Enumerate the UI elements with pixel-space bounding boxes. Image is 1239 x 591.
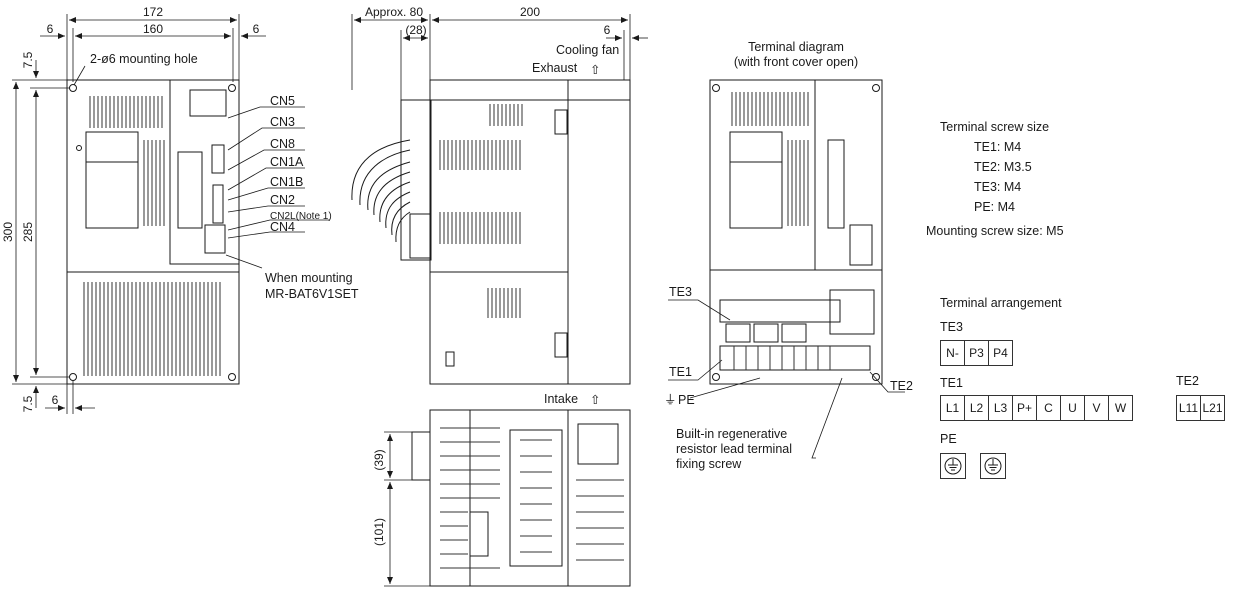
mounting-hole-top — [69, 84, 77, 92]
label-cn2: CN2 — [270, 193, 295, 207]
front-dimensions — [12, 14, 266, 414]
label-cn5: CN5 — [270, 94, 295, 108]
te1-terminal: P+ — [1012, 395, 1037, 421]
dim-7.5-bottom: 7.5 — [21, 395, 35, 412]
label-pe: PE — [678, 393, 695, 407]
terminal-diagram-title-1: Terminal diagram — [748, 40, 844, 54]
terminal-diagram-title-2: (with front cover open) — [734, 55, 858, 69]
dim-300: 300 — [1, 222, 15, 242]
dim-160: 160 — [143, 22, 163, 36]
battery-note-line2: MR-BAT6V1SET — [265, 287, 359, 301]
te2-heading: TE2 — [1176, 374, 1199, 388]
terminal-view — [709, 79, 883, 385]
label-cn1a: CN1A — [270, 155, 304, 169]
mounting-screw-size: Mounting screw size: M5 — [926, 224, 1064, 238]
te1-terminal: U — [1060, 395, 1085, 421]
te3-heading: TE3 — [940, 320, 963, 334]
resistor-note-line1: Built-in regenerative — [676, 427, 787, 441]
te1-terminal: L2 — [964, 395, 989, 421]
te3-terminal: P3 — [964, 340, 989, 366]
bottom-fins — [440, 427, 624, 569]
pe-heading: PE — [940, 432, 957, 446]
front-dim-labels: 172 160 6 6 300 285 7.5 7.5 6 2-ø6 mount… — [1, 5, 260, 412]
dim-6-left: 6 — [47, 22, 54, 36]
bottom-body — [429, 409, 631, 587]
screw-size-te1: TE1: M4 — [974, 140, 1022, 154]
screw-size-pe: PE: M4 — [974, 200, 1015, 214]
te1-terminal-block: L1 L2 L3 P+ C U V W — [940, 395, 1133, 421]
te1-terminal: W — [1108, 395, 1133, 421]
label-cn4: CN4 — [270, 220, 295, 234]
side-view — [400, 79, 631, 385]
front-body — [66, 79, 240, 385]
dim-6-right: 6 — [253, 22, 260, 36]
side-dim-labels: Approx. 80 200 (28) 6 Cooling fan Exhaus… — [365, 5, 619, 407]
screw-size-te2: TE2: M3.5 — [974, 160, 1032, 174]
te1-terminal: L3 — [988, 395, 1013, 421]
mounting-hole-bottom — [69, 373, 77, 381]
intake-label: Intake — [544, 392, 578, 406]
exhaust-arrow-icon: ⇧ — [590, 63, 600, 77]
dim-285: 285 — [21, 222, 35, 242]
pe-terminal-2 — [980, 453, 1006, 479]
front-display — [85, 131, 139, 229]
terminal-leaders — [668, 299, 905, 459]
resistor-note-line2: resistor lead terminal — [676, 442, 792, 456]
dim-39: (39) — [372, 449, 386, 470]
label-cn1b: CN1B — [270, 175, 303, 189]
resistor-note-line3: fixing screw — [676, 457, 742, 471]
dim-172: 172 — [143, 5, 163, 19]
te3-terminal: N- — [940, 340, 965, 366]
screw-size-heading: Terminal screw size — [940, 120, 1050, 134]
mounting-hole-label: 2-ø6 mounting hole — [90, 52, 198, 66]
cooling-fan-label: Cooling fan — [556, 43, 619, 57]
label-te3: TE3 — [669, 285, 692, 299]
pe-earth-icon: ⏚ — [664, 393, 677, 407]
screw-size-te3: TE3: M4 — [974, 180, 1022, 194]
pe-terminal-1 — [940, 453, 966, 479]
dim-6-bottom: 6 — [52, 393, 59, 407]
label-cn2l: CN2L(Note 1) — [270, 211, 332, 222]
te1-terminal: L1 — [940, 395, 965, 421]
bottom-dimensions — [384, 431, 430, 587]
te1-heading: TE1 — [940, 376, 963, 390]
te2-terminal: L21 — [1200, 395, 1225, 421]
side-cables — [351, 139, 411, 243]
dim-6-side: 6 — [604, 23, 611, 37]
label-te1: TE1 — [669, 365, 692, 379]
dim-28: (28) — [405, 23, 426, 37]
label-te2: TE2 — [890, 379, 913, 393]
label-cn8: CN8 — [270, 137, 295, 151]
side-vents — [439, 104, 523, 318]
earth-ground-icon — [984, 457, 1002, 475]
te1-terminal: V — [1084, 395, 1109, 421]
connector-labels: CN5 CN3 CN8 CN1A CN1B CN2 CN2L(Note 1) C… — [265, 94, 359, 301]
earth-ground-icon — [944, 457, 962, 475]
connector-leaders — [225, 106, 330, 269]
terminal-slots — [731, 92, 831, 370]
terminal-labels: Terminal diagram (with front cover open)… — [664, 40, 913, 471]
front-vents — [83, 96, 221, 376]
exhaust-label: Exhaust — [532, 61, 578, 75]
front-view — [66, 79, 240, 385]
dim-200: 200 — [520, 5, 540, 19]
intake-arrow-icon: ⇧ — [590, 393, 600, 407]
bottom-dim-labels: (39) (101) — [372, 449, 386, 546]
side-dimensions — [351, 14, 648, 100]
dim-7.5-top: 7.5 — [21, 51, 35, 68]
te3-terminal-block: N- P3 P4 — [940, 340, 1013, 366]
battery-note-line1: When mounting — [265, 271, 353, 285]
te2-terminal-block: L11 L21 — [1176, 395, 1225, 421]
te2-terminal: L11 — [1176, 395, 1201, 421]
dim-approx-80: Approx. 80 — [365, 5, 423, 19]
te1-terminal: C — [1036, 395, 1061, 421]
label-cn3: CN3 — [270, 115, 295, 129]
dim-101: (101) — [372, 518, 386, 546]
arrangement-heading: Terminal arrangement — [940, 296, 1062, 310]
te3-terminal: P4 — [988, 340, 1013, 366]
